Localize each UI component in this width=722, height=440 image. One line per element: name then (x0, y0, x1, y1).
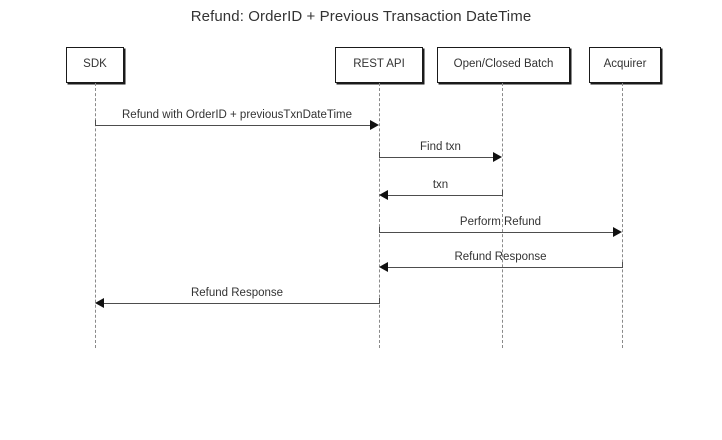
message-line-4 (379, 232, 618, 233)
lifeline-rest-api (379, 83, 380, 348)
message-line-2 (379, 157, 498, 158)
message-arrowhead-3 (379, 190, 388, 200)
participant-label-rest-api: REST API (353, 58, 405, 71)
message-line-3 (384, 195, 502, 196)
message-arrowhead-2 (493, 152, 502, 162)
message-label-5: Refund Response (454, 251, 547, 263)
message-arrowhead-1 (370, 120, 379, 130)
message-label-2: Find txn (420, 141, 461, 153)
diagram-title: Refund: OrderID + Previous Transaction D… (190, 8, 532, 25)
message-arrowhead-5 (379, 262, 388, 272)
message-stub-4 (379, 227, 380, 233)
message-stub-2 (379, 152, 380, 158)
lifeline-batch (502, 83, 503, 348)
participant-label-batch: Open/Closed Batch (453, 58, 554, 71)
message-stub-1 (95, 120, 96, 126)
message-line-6 (100, 303, 379, 304)
participant-box-acquirer[interactable]: Acquirer (589, 47, 661, 83)
message-arrowhead-6 (95, 298, 104, 308)
lifeline-sdk (95, 83, 96, 348)
message-line-5 (384, 267, 622, 268)
message-line-1 (95, 125, 374, 126)
message-arrowhead-4 (613, 227, 622, 237)
message-label-3: txn (432, 179, 449, 191)
participant-box-sdk[interactable]: SDK (66, 47, 124, 83)
participant-label-acquirer: Acquirer (603, 58, 647, 71)
participant-box-rest-api[interactable]: REST API (335, 47, 423, 83)
participant-label-sdk: SDK (83, 58, 107, 71)
lifeline-acquirer (622, 83, 623, 348)
participant-box-batch[interactable]: Open/Closed Batch (437, 47, 570, 83)
message-label-4: Perform Refund (459, 216, 542, 228)
message-stub-5 (622, 262, 623, 268)
message-stub-3 (502, 190, 503, 196)
message-stub-6 (379, 298, 380, 304)
message-label-1: Refund with OrderID + previousTxnDateTim… (122, 109, 352, 121)
message-label-6: Refund Response (190, 287, 284, 299)
